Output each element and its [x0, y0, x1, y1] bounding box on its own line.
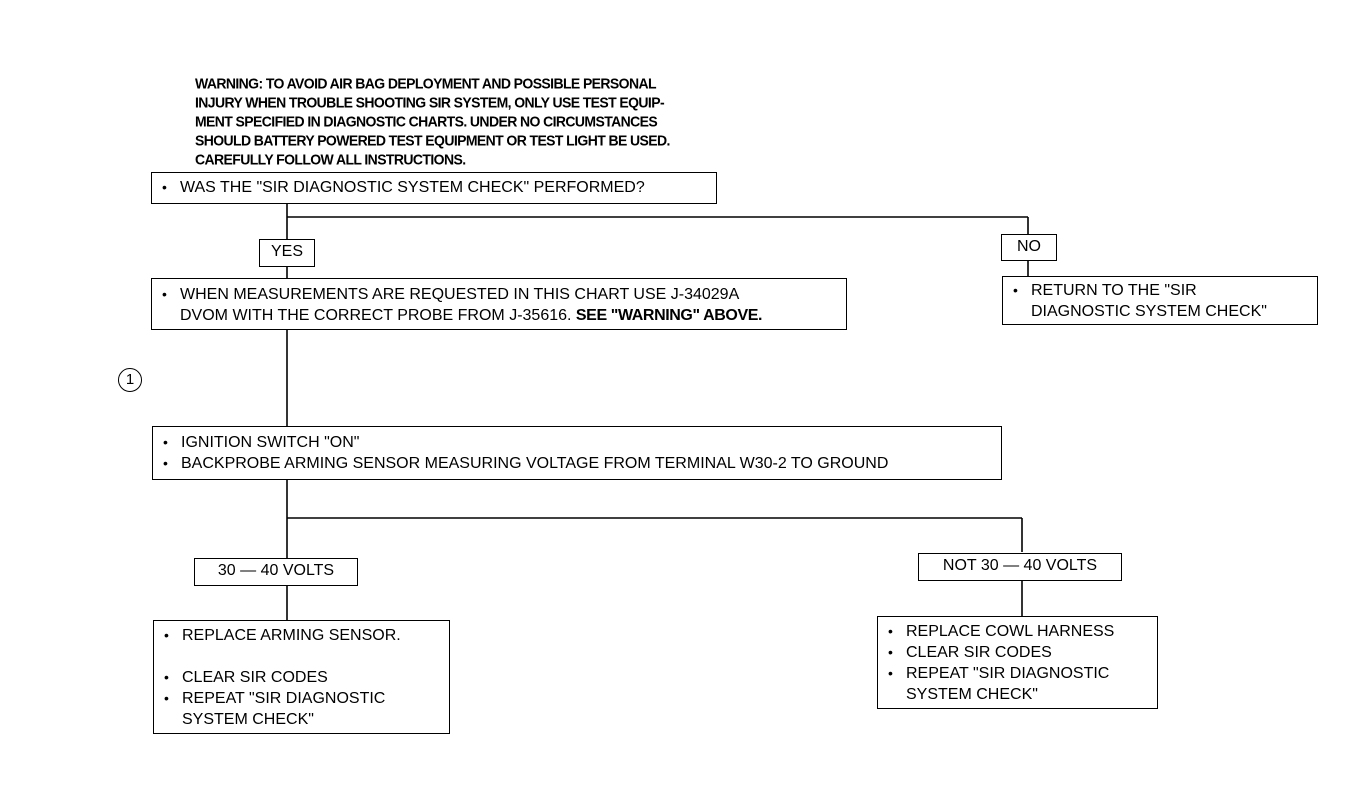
measure-instruction-box: WHEN MEASUREMENTS ARE REQUESTED IN THIS …: [151, 278, 847, 330]
yes-label: YES: [259, 239, 315, 267]
step-marker: 1: [118, 368, 142, 392]
no-label: NO: [1001, 234, 1057, 261]
repeat-line-1: REPEAT "SIR DIAGNOSTIC: [182, 690, 386, 707]
volts-label: 30 — 40 VOLTS: [194, 558, 358, 586]
return-line-1: RETURN TO THE "SIR: [1031, 282, 1197, 299]
warning-note: WARNING: TO AVOID AIR BAG DEPLOYMENT AND…: [195, 74, 815, 169]
measure-line-1: WHEN MEASUREMENTS ARE REQUESTED IN THIS …: [180, 286, 740, 303]
return-line-2: DIAGNOSTIC SYSTEM CHECK": [1031, 303, 1267, 320]
warning-line: SHOULD BATTERY POWERED TEST EQUIPMENT OR…: [195, 131, 670, 149]
measure-instruction-item: WHEN MEASUREMENTS ARE REQUESTED IN THIS …: [152, 284, 846, 326]
backprobe-item: BACKPROBE ARMING SENSOR MEASURING VOLTAG…: [153, 453, 1001, 474]
ignition-box: IGNITION SWITCH "ON" BACKPROBE ARMING SE…: [152, 426, 1002, 480]
repeat-check-item: REPEAT "SIR DIAGNOSTIC SYSTEM CHECK": [878, 663, 1157, 705]
return-item: RETURN TO THE "SIR DIAGNOSTIC SYSTEM CHE…: [1003, 280, 1317, 322]
warning-line: CAREFULLY FOLLOW ALL INSTRUCTIONS.: [195, 150, 466, 168]
measure-warning-reference: SEE "WARNING" ABOVE.: [575, 307, 763, 324]
replace-arming-item: REPLACE ARMING SENSOR.: [154, 625, 449, 646]
measure-line-2: DVOM WITH THE CORRECT PROBE FROM J-35616…: [180, 307, 576, 324]
repeat-line-1: REPEAT "SIR DIAGNOSTIC: [906, 665, 1110, 682]
not-volts-label: NOT 30 — 40 VOLTS: [918, 553, 1122, 581]
question-text: WAS THE "SIR DIAGNOSTIC SYSTEM CHECK" PE…: [152, 177, 716, 198]
ignition-item: IGNITION SWITCH "ON": [153, 432, 1001, 453]
repeat-line-2: SYSTEM CHECK": [182, 711, 314, 728]
clear-codes-item: CLEAR SIR CODES: [878, 642, 1157, 663]
warning-line: WARNING: TO AVOID AIR BAG DEPLOYMENT AND…: [195, 75, 657, 92]
replace-cowl-item: REPLACE COWL HARNESS: [878, 621, 1157, 642]
repeat-line-2: SYSTEM CHECK": [906, 686, 1038, 703]
return-box: RETURN TO THE "SIR DIAGNOSTIC SYSTEM CHE…: [1002, 276, 1318, 325]
clear-codes-item: CLEAR SIR CODES: [154, 667, 449, 688]
replace-arming-box: REPLACE ARMING SENSOR. CLEAR SIR CODES R…: [153, 620, 450, 734]
warning-line: INJURY WHEN TROUBLE SHOOTING SIR SYSTEM,…: [195, 93, 665, 111]
question-box: WAS THE "SIR DIAGNOSTIC SYSTEM CHECK" PE…: [151, 172, 717, 204]
repeat-check-item: REPEAT "SIR DIAGNOSTIC SYSTEM CHECK": [154, 688, 449, 730]
replace-cowl-box: REPLACE COWL HARNESS CLEAR SIR CODES REP…: [877, 616, 1158, 709]
warning-line: MENT SPECIFIED IN DIAGNOSTIC CHARTS. UND…: [195, 112, 658, 130]
